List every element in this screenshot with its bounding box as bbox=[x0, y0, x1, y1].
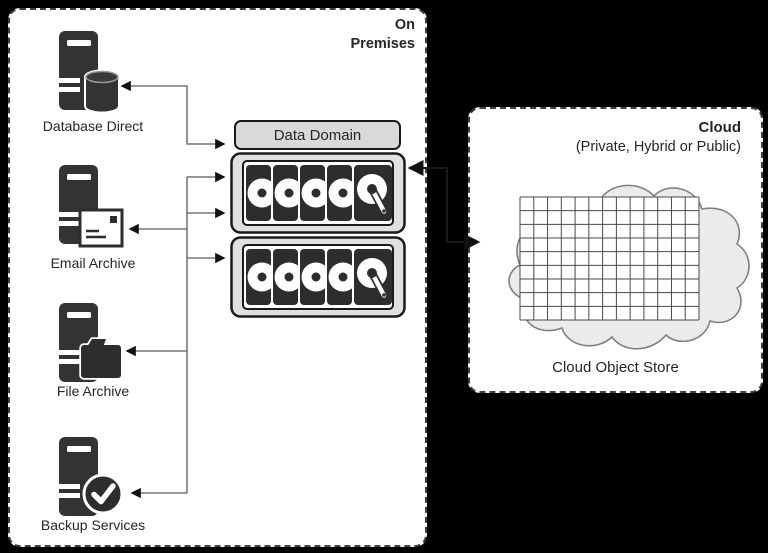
disk-array bbox=[246, 165, 392, 221]
cloud-object-store-label: Cloud Object Store bbox=[552, 359, 679, 376]
server-label: Backup Services bbox=[40, 517, 146, 533]
server-label: Database Direct bbox=[42, 118, 144, 134]
server-email-archive: Email Archive bbox=[27, 164, 159, 272]
object-store-grid bbox=[519, 196, 700, 321]
envelope-icon bbox=[78, 208, 124, 248]
server-label: Email Archive bbox=[50, 255, 136, 271]
database-icon bbox=[84, 69, 120, 114]
server-database-direct: Database Direct bbox=[27, 30, 159, 136]
server-database-icon bbox=[58, 31, 120, 114]
data-domain-label: Data Domain bbox=[273, 126, 362, 144]
object-grid-bg bbox=[520, 197, 699, 320]
on-premises-title: On Premises bbox=[350, 17, 416, 53]
server-email-icon bbox=[58, 165, 124, 248]
on-premises-panel: On Premises Database Direct bbox=[8, 8, 427, 547]
cloud-panel: Cloud (Private, Hybrid or Public) Cloud … bbox=[468, 107, 763, 393]
cloud-shape bbox=[508, 184, 750, 350]
server-backup-icon bbox=[58, 437, 124, 516]
check-circle-icon bbox=[82, 473, 124, 515]
server-backup-services: Backup Services bbox=[27, 436, 159, 533]
server-label: File Archive bbox=[56, 383, 130, 399]
server-file-icon bbox=[58, 303, 123, 382]
disk-shelf-2 bbox=[230, 236, 406, 318]
cloud-title: Cloud bbox=[698, 119, 742, 136]
disk-array bbox=[246, 249, 392, 305]
disk-shelf-1 bbox=[230, 152, 406, 234]
data-domain-header: Data Domain bbox=[234, 120, 401, 150]
server-file-archive: File Archive bbox=[27, 302, 159, 400]
cloud-subtitle: (Private, Hybrid or Public) bbox=[575, 139, 741, 155]
folder-icon bbox=[79, 337, 123, 380]
